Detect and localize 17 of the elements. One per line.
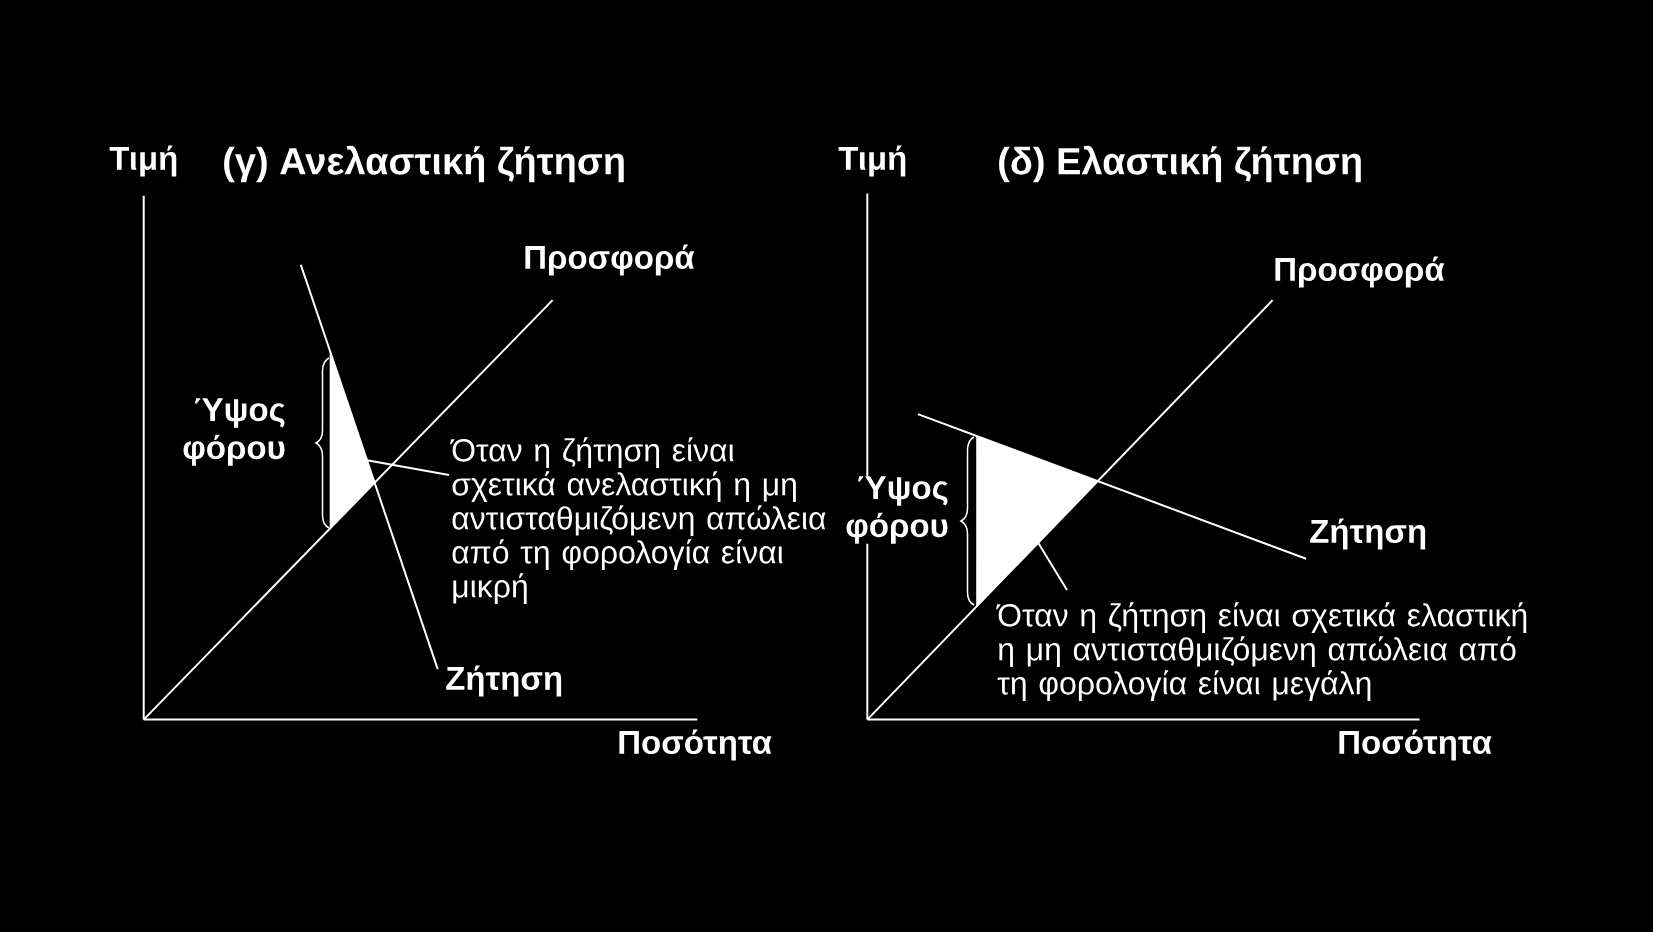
axis-label: Ποσότητα [619,729,772,761]
curve-label: Ζήτηση [446,665,562,697]
curve-label: Προσφορά [525,244,695,276]
annotation-text: Όταν η ζήτηση είναι σχετικά ελαστική η μη αντισταθμιζόμενη απώλεια από τη φορολογία είναι μεγάλη [996,602,1527,701]
leader-line [1037,541,1068,591]
panel-title: (γ) Ανελαστική ζήτηση [224,145,624,183]
axis-label: Ποσότητα [1339,729,1492,761]
axis-label: Τιμή [838,145,906,177]
curve-label: Ζήτηση [1310,518,1426,550]
brace-label: Ύψος φόρου [830,476,949,544]
panel-title: (δ) Ελαστική ζήτηση [999,145,1361,183]
leader-line [366,459,450,476]
annotation-text: Όταν η ζήτηση είναι σχετικά ανελαστική η μη αντισταθμιζόμενη απώλεια από τη φορολογία είναι μικρή [450,437,826,604]
brace-label: Ύψος φόρου [167,398,286,466]
axis-label: Τιμή [109,145,177,177]
filled-triangle [329,350,375,529]
curve-label: Προσφορά [1275,256,1445,288]
